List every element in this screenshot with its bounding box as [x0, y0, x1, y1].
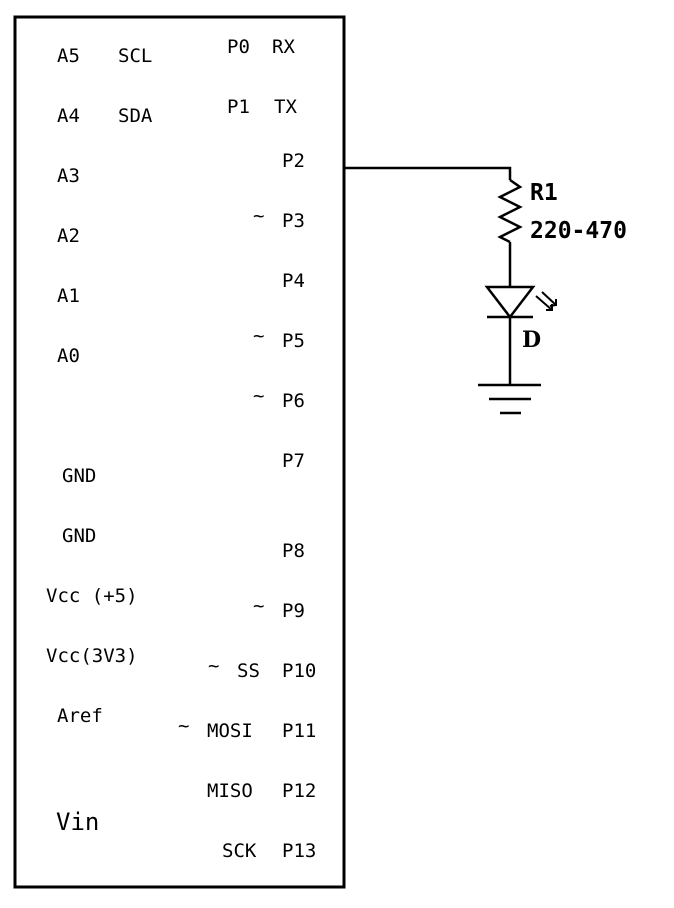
- pin-p11-func: MOSI: [207, 720, 253, 742]
- pin-p13: P13: [282, 840, 316, 862]
- pin-vcc-5v: Vcc (+5): [46, 585, 138, 607]
- pin-p10-func: SS: [237, 660, 260, 682]
- resistor-ref-label: R1: [530, 180, 558, 206]
- pin-vin: Vin: [56, 808, 99, 836]
- pin-p11: P11: [282, 720, 316, 742]
- pin-a1: A1: [57, 285, 80, 307]
- pin-p7: P7: [282, 450, 305, 472]
- pin-aref: Aref: [57, 705, 103, 727]
- pin-a3: A3: [57, 165, 80, 187]
- pin-p5: P5: [282, 330, 305, 352]
- pin-p8: P8: [282, 540, 305, 562]
- pin-p5-pwm: ~: [253, 325, 264, 347]
- pin-vcc-3v3: Vcc(3V3): [46, 645, 138, 667]
- pin-p6: P6: [282, 390, 305, 412]
- pin-p12-func: MISO: [207, 780, 253, 802]
- ground-icon: [478, 383, 541, 415]
- pin-p10: P10: [282, 660, 316, 682]
- pin-a5-func: SCL: [118, 45, 152, 67]
- pin-p0-func: RX: [272, 36, 295, 58]
- led-ref-label: D: [522, 327, 541, 353]
- pin-p3-pwm: ~: [253, 205, 264, 227]
- pin-p6-pwm: ~: [253, 385, 264, 407]
- pin-a4: A4: [57, 105, 80, 127]
- pin-p0: P0: [227, 36, 250, 58]
- pin-a2: A2: [57, 225, 80, 247]
- pin-p13-func: SCK: [222, 840, 257, 862]
- resistor-value-label: 220-470: [530, 218, 627, 244]
- pin-gnd-1: GND: [62, 465, 96, 487]
- pin-a0: A0: [57, 345, 80, 367]
- pin-p3: P3: [282, 210, 305, 232]
- pin-a4-func: SDA: [118, 105, 153, 127]
- pin-gnd-2: GND: [62, 525, 96, 547]
- pin-a5: A5: [57, 45, 80, 67]
- resistor-r1-icon: [497, 178, 523, 244]
- pin-p2: P2: [282, 150, 305, 172]
- pin-p12: P12: [282, 780, 316, 802]
- pin-p11-pwm: ~: [178, 715, 189, 737]
- pin-p4: P4: [282, 270, 305, 292]
- led-icon: [484, 285, 557, 385]
- pin-p9: P9: [282, 600, 305, 622]
- pin-p1-func: TX: [274, 96, 297, 118]
- board-outline: [13, 15, 346, 889]
- pin-p10-pwm: ~: [208, 655, 219, 677]
- pin-p9-pwm: ~: [253, 595, 264, 617]
- wire-p2-to-resistor: [344, 166, 512, 180]
- pin-p1: P1: [227, 96, 250, 118]
